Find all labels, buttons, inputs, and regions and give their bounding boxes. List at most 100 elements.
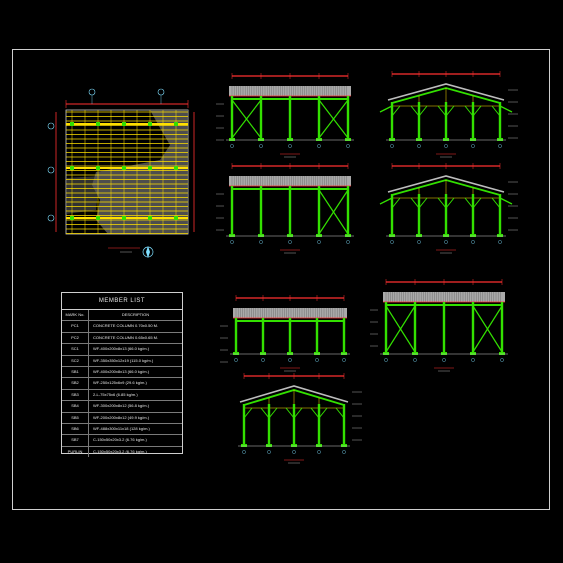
grid-bubble — [317, 450, 321, 454]
row-mark: SB6 — [62, 423, 89, 435]
column-marker — [70, 166, 74, 170]
column-base — [229, 138, 235, 141]
row-mark: SB3 — [62, 389, 89, 401]
column-base — [266, 444, 272, 447]
grid-bubble — [315, 358, 319, 362]
row-mark: PC2 — [62, 332, 89, 344]
member-list-title: MEMBER LIST — [62, 293, 182, 310]
column-marker — [122, 122, 126, 126]
column-base — [287, 352, 293, 355]
grid-bubble — [417, 144, 421, 148]
grid-bubble — [442, 358, 446, 362]
column-marker — [174, 166, 178, 170]
grid-bubble — [292, 450, 296, 454]
row-description: C-150x50x20x3.2 (6.76 kg/m.) — [93, 437, 147, 443]
column-base — [287, 138, 293, 141]
grid-bubble — [498, 144, 502, 148]
column-base — [497, 234, 503, 237]
column-base — [229, 234, 235, 237]
table-row: SB5 WF-200x200x8x12 (49.9 kg/m.) — [62, 412, 182, 424]
header-description: DESCRIPTION — [121, 312, 150, 317]
row-mark: SC1 — [62, 344, 89, 355]
grid-bubble — [234, 358, 238, 362]
grid-bubble — [390, 240, 394, 244]
row-mark: PC1 — [62, 321, 89, 332]
row-description: WF-300x200x8x12 (56.8 kg/m.) — [93, 403, 150, 409]
row-mark: SB5 — [62, 412, 89, 423]
grid-bubble — [288, 358, 292, 362]
row-description: WF-488x300x11x18 (128 kg/m.) — [93, 425, 150, 431]
column-base — [470, 234, 476, 237]
table-row: SB3 2-L-75x75x6 (6.85 kg/m.) — [62, 389, 182, 402]
row-description: WF-200x200x8x12 (49.9 kg/m.) — [93, 414, 150, 420]
grid-bubble — [390, 144, 394, 148]
roof-line — [387, 175, 505, 193]
grid-bubble — [413, 358, 417, 362]
member-list-header: MARK No. DESCRIPTION — [62, 310, 182, 322]
grid-bubble — [259, 144, 263, 148]
column-base — [416, 234, 422, 237]
knee-brace — [464, 105, 474, 117]
grid-bubble — [47, 166, 55, 174]
column-base — [316, 138, 322, 141]
knee-brace — [437, 197, 447, 209]
grid-bubble — [471, 144, 475, 148]
brace — [318, 99, 349, 139]
row-description: CONCRETE COLUMN 0.65x0.65 M. — [93, 334, 159, 340]
knee-brace — [445, 105, 455, 117]
roof-line — [239, 385, 349, 403]
column-base — [341, 444, 347, 447]
column-base — [497, 138, 503, 141]
knee-brace — [410, 197, 420, 209]
column-base — [316, 444, 322, 447]
knee-brace — [310, 407, 320, 419]
row-description: WF-400x200x8x13 (66.0 kg/m.) — [93, 346, 150, 352]
grid-bubble — [267, 450, 271, 454]
column-marker — [96, 166, 100, 170]
roof-line — [387, 83, 505, 101]
knee-brace — [437, 105, 447, 117]
column-base — [316, 234, 322, 237]
row-mark: SC2 — [62, 355, 89, 366]
column-base — [416, 138, 422, 141]
column-base — [470, 352, 476, 355]
brace — [318, 189, 349, 235]
grid-bubble — [444, 144, 448, 148]
column-base — [412, 352, 418, 355]
row-mark: PURLIN — [62, 446, 89, 458]
knee-brace — [464, 197, 474, 209]
roof-hatch — [383, 292, 505, 302]
grid-bubble — [346, 144, 350, 148]
knee-brace — [418, 197, 428, 209]
row-mark: SB2 — [62, 378, 89, 389]
column-marker — [148, 122, 152, 126]
grid-bubble — [417, 240, 421, 244]
grid-bubble — [288, 240, 292, 244]
column-marker — [122, 166, 126, 170]
column-base — [241, 444, 247, 447]
grid-bubble — [500, 358, 504, 362]
brace — [231, 99, 262, 139]
column-base — [291, 444, 297, 447]
grid-bubble — [317, 240, 321, 244]
column-marker — [122, 216, 126, 220]
column-base — [443, 234, 449, 237]
gable-elevation — [379, 163, 518, 254]
column-marker — [148, 166, 152, 170]
grid-bubble — [288, 144, 292, 148]
grid-bubble — [47, 122, 55, 130]
table-row: PC2 CONCRETE COLUMN 0.65x0.65 M. — [62, 332, 182, 345]
grid-bubble — [498, 240, 502, 244]
long-elevation — [220, 295, 350, 372]
row-description: 2-L-75x75x6 (6.85 kg/m.) — [93, 391, 138, 397]
column-marker — [174, 122, 178, 126]
column-base — [389, 234, 395, 237]
grid-bubble — [47, 214, 55, 222]
plan-view — [47, 88, 195, 258]
roof-hatch — [229, 176, 351, 186]
column-base — [258, 234, 264, 237]
column-marker — [96, 216, 100, 220]
